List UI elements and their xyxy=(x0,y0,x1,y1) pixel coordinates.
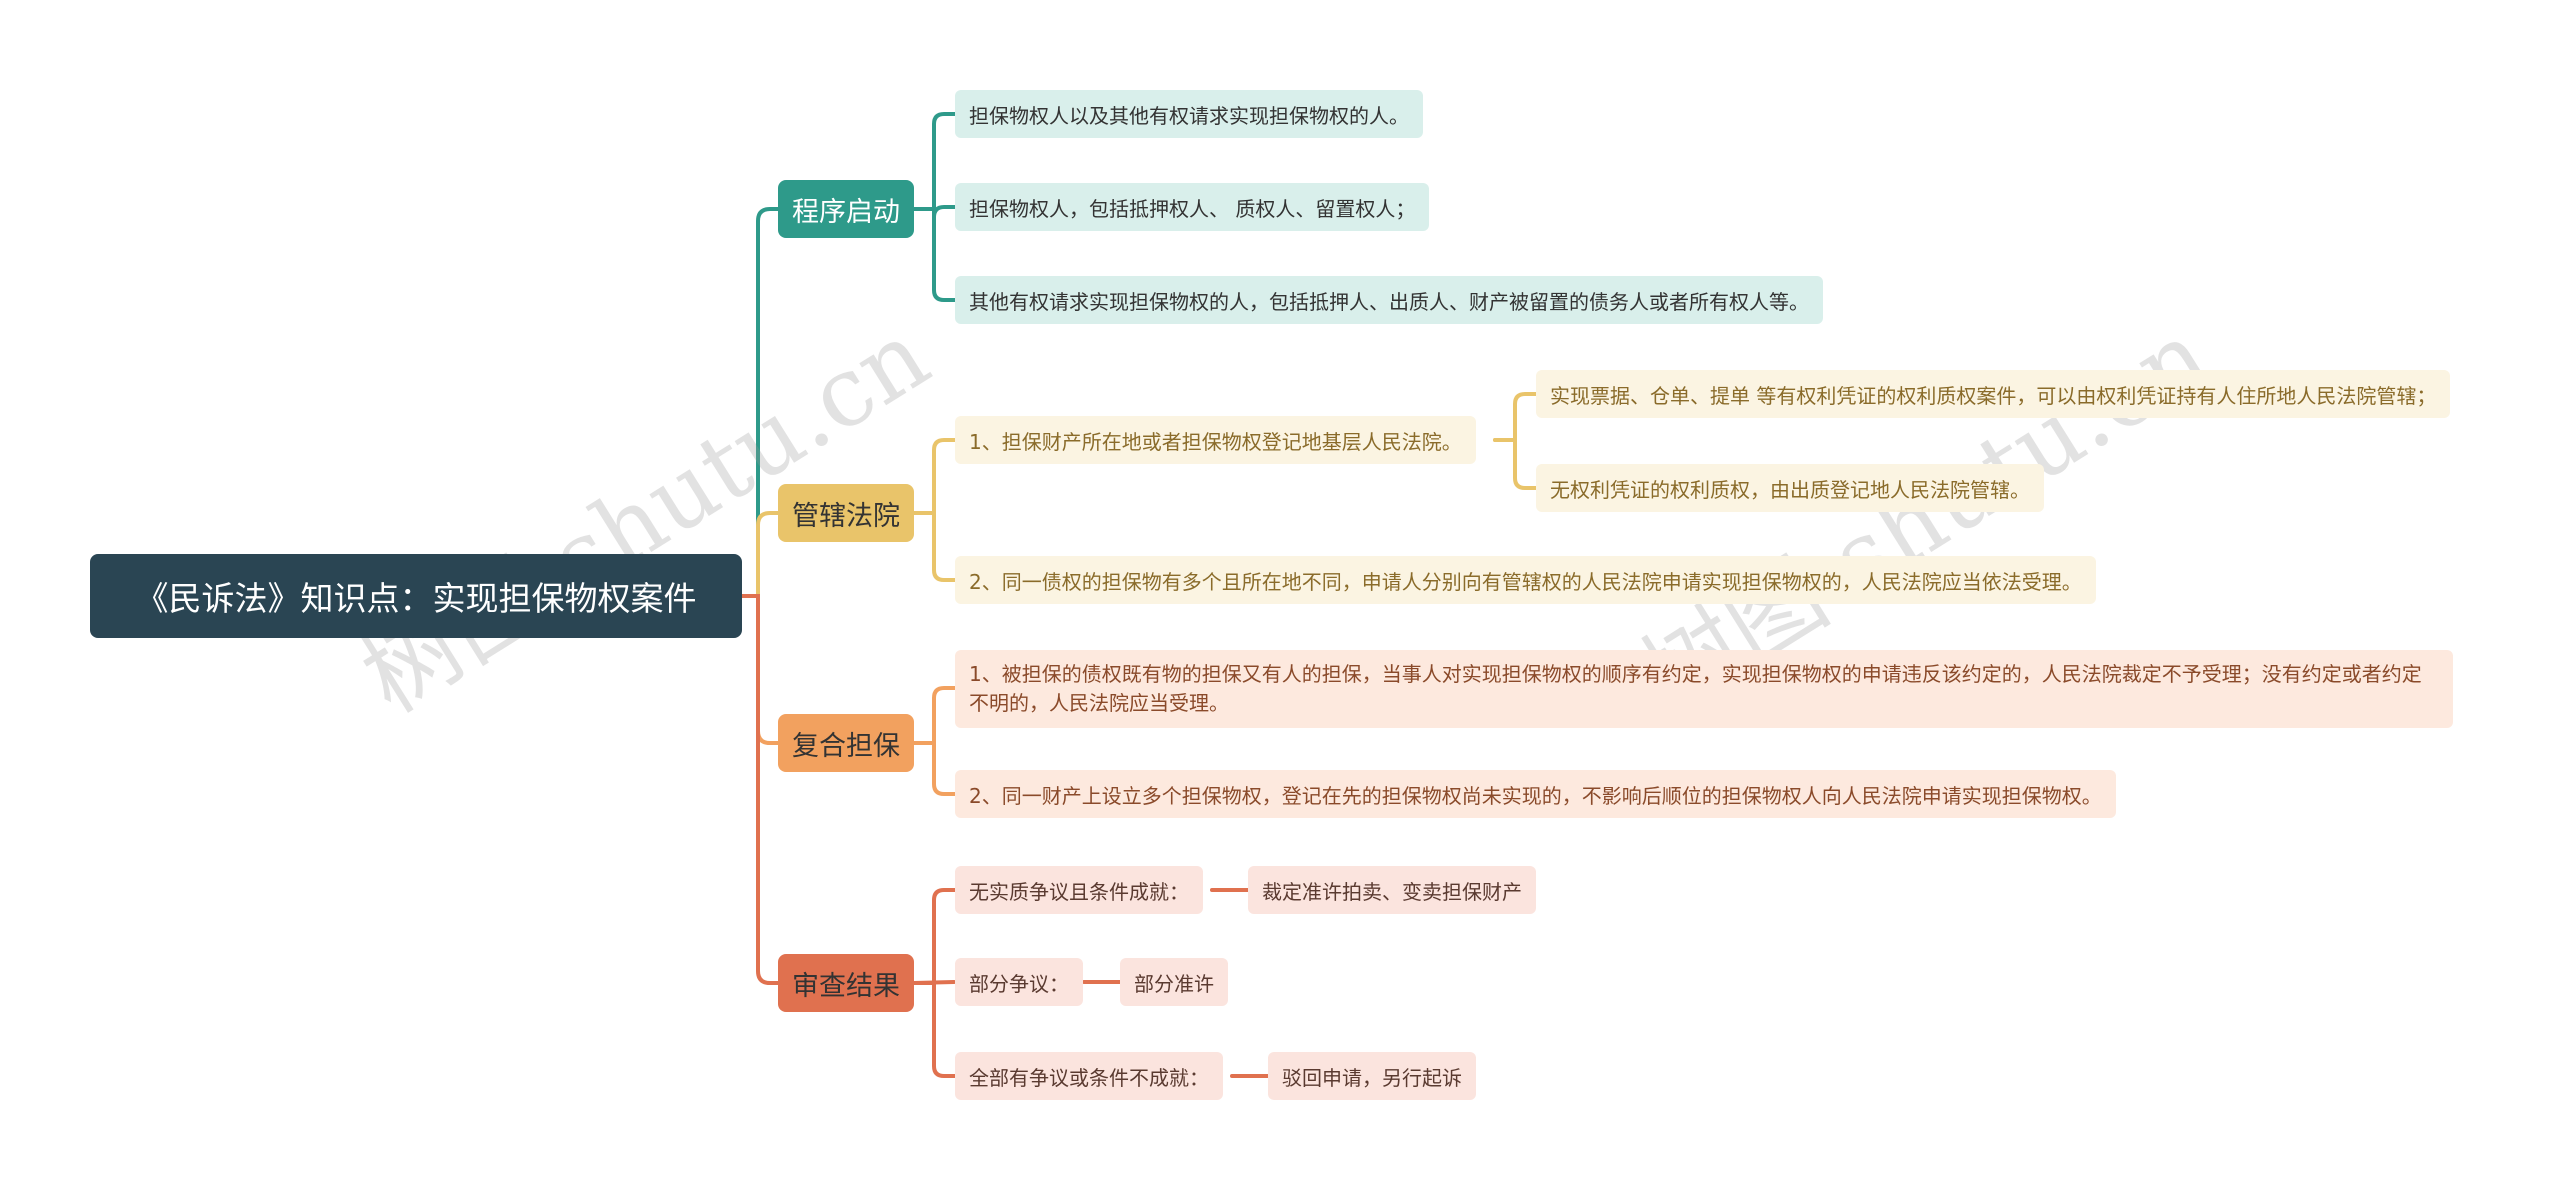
connector-line xyxy=(912,207,957,302)
branch-procedure-start[interactable]: 程序启动 xyxy=(778,180,914,238)
connector-line xyxy=(740,207,780,598)
sub-leaf-topic[interactable]: 驳回申请，另行起诉 xyxy=(1268,1052,1476,1100)
connector-line xyxy=(912,686,957,745)
leaf-topic[interactable]: 全部有争议或条件不成就： xyxy=(955,1052,1223,1100)
connector-line xyxy=(1493,438,1538,490)
connector-line xyxy=(912,981,957,1078)
leaf-topic[interactable]: 2、同一债权的担保物有多个且所在地不同，申请人分别向有管辖权的人民法院申请实现担… xyxy=(955,556,2096,604)
connector-line xyxy=(1493,392,1538,442)
leaf-topic[interactable]: 其他有权请求实现担保物权的人，包括抵押人、出质人、财产被留置的债务人或者所有权人… xyxy=(955,276,1823,324)
leaf-topic[interactable]: 1、担保财产所在地或者担保物权登记地基层人民法院。 xyxy=(955,416,1476,464)
sub-leaf-topic[interactable]: 无权利凭证的权利质权，由出质登记地人民法院管辖。 xyxy=(1536,464,2044,512)
leaf-topic[interactable]: 2、同一财产上设立多个担保物权，登记在先的担保物权尚未实现的，不影响后顺位的担保… xyxy=(955,770,2116,818)
sub-leaf-topic[interactable]: 部分准许 xyxy=(1120,958,1228,1006)
leaf-topic[interactable]: 1、被担保的债权既有物的担保又有人的担保，当事人对实现担保物权的顺序有约定，实现… xyxy=(955,650,2453,728)
connector-line xyxy=(912,511,957,582)
connector-line xyxy=(912,438,957,515)
leaf-topic[interactable]: 部分争议： xyxy=(955,958,1083,1006)
connector-line xyxy=(912,888,957,985)
connector-line xyxy=(912,741,957,796)
leaf-topic[interactable]: 担保物权人，包括抵押权人、 质权人、留置权人； xyxy=(955,183,1430,231)
sub-leaf-topic[interactable]: 实现票据、仓单、提单 等有权利凭证的权利质权案件，可以由权利凭证持有人住所地人民… xyxy=(1536,370,2451,418)
connector-line xyxy=(740,511,780,598)
connector-line xyxy=(740,594,780,985)
leaf-topic[interactable]: 担保物权人以及其他有权请求实现担保物权的人。 xyxy=(955,90,1423,138)
branch-compound-guarantee[interactable]: 复合担保 xyxy=(778,714,914,772)
branch-jurisdiction-court[interactable]: 管辖法院 xyxy=(778,484,914,542)
root-topic[interactable]: 《民诉法》知识点：实现担保物权案件 xyxy=(90,554,742,638)
branch-review-result[interactable]: 审查结果 xyxy=(778,954,914,1012)
connector-line xyxy=(912,112,957,211)
leaf-topic[interactable]: 无实质争议且条件成就： xyxy=(955,866,1203,914)
sub-leaf-topic[interactable]: 裁定准许拍卖、变卖担保财产 xyxy=(1248,866,1536,914)
